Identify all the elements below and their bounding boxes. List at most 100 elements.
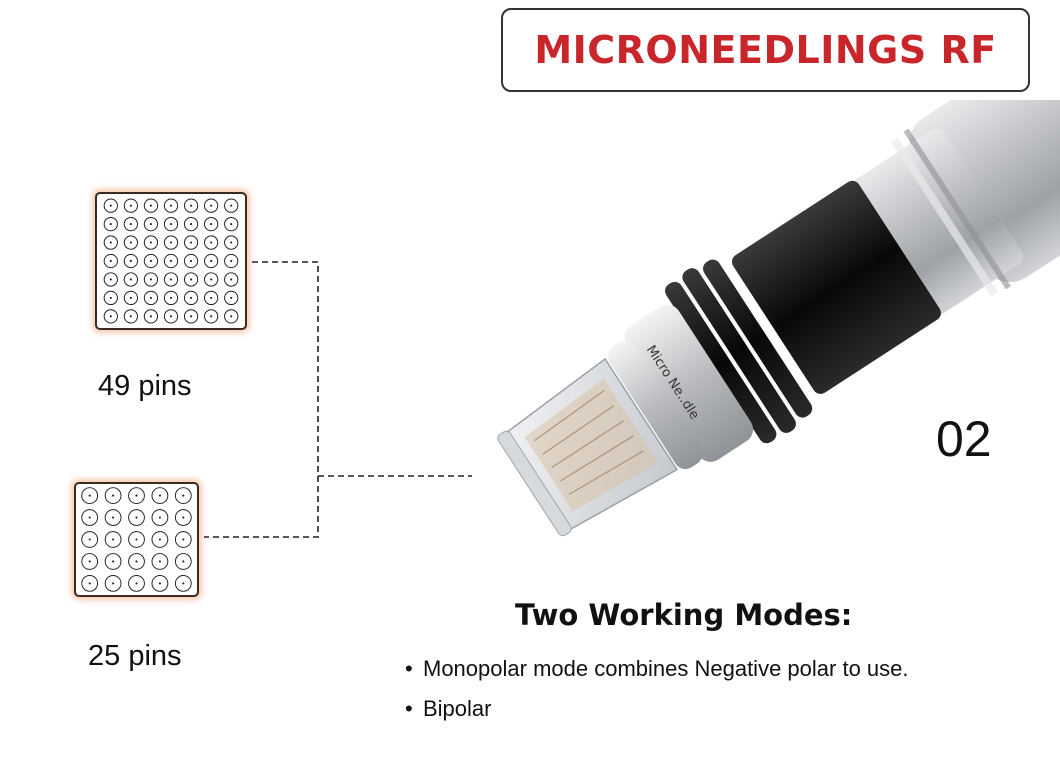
page-title: MICRONEEDLINGS RF [534, 28, 997, 72]
pin-dot [129, 204, 132, 207]
pin-dot [189, 278, 193, 281]
pin-ring [104, 487, 122, 504]
pin-dot [112, 582, 115, 585]
pin-dot [230, 223, 233, 226]
pin-ring [123, 290, 138, 306]
pin-ring [174, 509, 192, 526]
pin-ring [183, 253, 199, 269]
pin-ring [104, 553, 122, 570]
pin-dot [109, 315, 112, 318]
pin-ring [183, 290, 199, 306]
pin-dot [169, 204, 173, 207]
pin-dot [210, 278, 213, 281]
pin-ring [123, 309, 138, 324]
pin-dot [189, 296, 193, 299]
pin-ring [143, 290, 159, 306]
pin-ring [103, 253, 118, 269]
pin-dot [149, 315, 153, 318]
pin-dot [230, 315, 233, 318]
pin-dot [109, 296, 112, 299]
pin-ring [183, 309, 199, 324]
pin-dot [112, 516, 115, 519]
pin-ring [103, 309, 118, 324]
pin-dot [109, 241, 112, 244]
pin-ring [151, 531, 169, 548]
pin-dot [109, 223, 112, 226]
pin-grid-25 [74, 482, 199, 597]
pin-ring [81, 509, 99, 526]
pin-ring [103, 216, 118, 232]
pin-ring [151, 553, 169, 570]
pin-ring [104, 575, 122, 592]
pin-ring [183, 272, 199, 287]
mode-text: Monopolar mode combines Negative polar t… [423, 656, 909, 681]
pin-ring [81, 575, 99, 592]
pin-ring [163, 216, 179, 232]
pin-ring [151, 509, 169, 526]
pin-ring [103, 198, 118, 213]
mode-item-bipolar: • Bipolar [405, 696, 491, 722]
pin-ring [104, 509, 122, 526]
pin-dot [189, 315, 193, 318]
pin-ring [104, 531, 122, 548]
pin-ring [143, 272, 159, 287]
pin-dot [210, 223, 213, 226]
pin-ring [123, 272, 138, 287]
pin-ring [143, 198, 159, 213]
pin-dot [189, 204, 193, 207]
pin-ring [123, 253, 138, 269]
modes-heading: Two Working Modes: [515, 598, 853, 632]
pin-ring [183, 235, 199, 250]
pin-dot [169, 315, 173, 318]
pin-ring [81, 531, 99, 548]
pin-ring [224, 216, 239, 232]
pin-dot [210, 204, 213, 207]
pin-ring [123, 235, 138, 250]
pin-ring [128, 553, 145, 570]
pin-dot [149, 259, 153, 263]
pin-ring [204, 198, 219, 213]
pin-dot [230, 241, 233, 244]
pin-ring [151, 575, 169, 592]
pin-grid-25-dots [81, 487, 192, 592]
pin-dot [182, 582, 185, 585]
title-box: MICRONEEDLINGS RF [501, 8, 1030, 92]
bullet: • [405, 696, 413, 721]
pin-dot [230, 204, 233, 207]
pin-ring [143, 235, 159, 250]
pin-grid-49 [95, 192, 247, 330]
pin-dot [182, 494, 185, 497]
pin-dot [210, 259, 213, 263]
pin-dot [112, 494, 115, 497]
pin-ring [174, 575, 192, 592]
pin-ring [224, 235, 239, 250]
pin-dot [169, 241, 173, 244]
pin-ring [163, 253, 179, 269]
pin-ring [183, 198, 199, 213]
pin-ring [163, 272, 179, 287]
pin-dot [182, 560, 185, 563]
pin-dot [149, 241, 153, 244]
pin-dot [210, 315, 213, 318]
pin-dot [149, 278, 153, 281]
pin-ring [143, 216, 159, 232]
pin-dot [230, 259, 233, 263]
pin-ring [123, 216, 138, 232]
pin-dot [169, 259, 173, 263]
pin-ring [123, 198, 138, 213]
pin-dot [112, 560, 115, 563]
pin-ring [224, 198, 239, 213]
pin-dot [158, 538, 161, 541]
pin-dot [109, 259, 112, 263]
pin-dot [135, 538, 138, 541]
pin-dot [88, 560, 91, 563]
pin-label-25: 25 pins [88, 640, 182, 672]
pin-ring [174, 531, 192, 548]
pin-ring [128, 575, 145, 592]
pin-dot [158, 516, 161, 519]
pin-dot [135, 582, 138, 585]
pin-dot [88, 582, 91, 585]
mode-text: Bipolar [423, 696, 492, 721]
pin-dot [135, 560, 138, 563]
pin-dot [230, 296, 233, 299]
